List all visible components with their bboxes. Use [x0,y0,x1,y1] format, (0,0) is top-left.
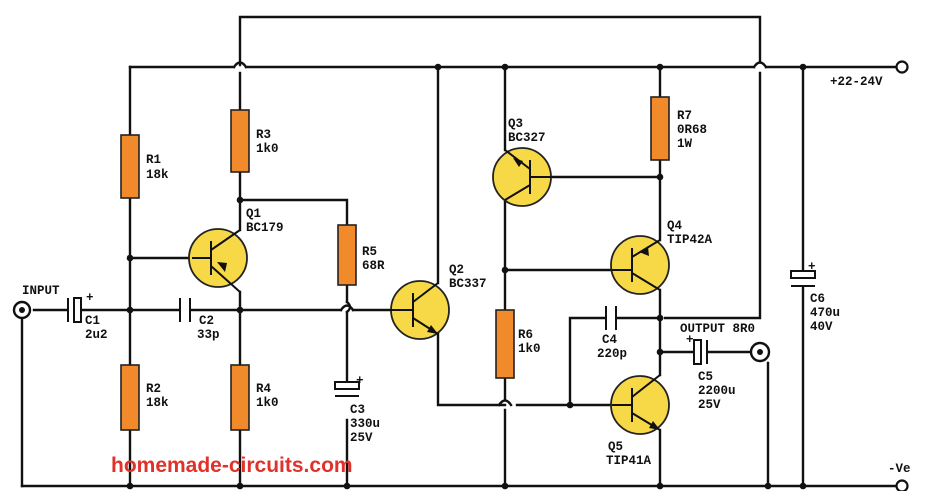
r7-rating: 1W [677,137,693,151]
resistor-r2 [120,364,140,431]
capacitor-c6 [790,270,816,287]
q2-part: BC337 [449,277,487,291]
r7-value: 0R68 [677,123,707,137]
capacitor-c1 [67,297,82,323]
wiring [20,15,899,488]
c5-name: C5 [698,370,713,384]
r6-name: R6 [518,328,533,342]
c2-value: 33p [197,328,220,342]
c6-polarity-mark: + [808,260,816,274]
transistor-q5 [610,374,670,435]
negative-supply-label: -Ve [888,462,911,476]
r4-value: 1k0 [256,396,279,410]
q3-part: BC327 [508,131,546,145]
resistor-r1 [120,134,140,199]
c6-rating: 40V [810,320,833,334]
negative-supply-terminal [895,479,909,491]
c5-value: 2200u [698,384,736,398]
positive-supply-terminal [895,60,909,74]
r6-value: 1k0 [518,342,541,356]
r3-name: R3 [256,128,271,142]
resistor-r6 [495,309,515,379]
capacitor-c2 [179,298,191,322]
transistor-q1 [188,228,248,293]
resistor-r7 [650,96,670,161]
q5-name: Q5 [608,440,623,454]
c3-name: C3 [350,403,365,417]
watermark: homemade-circuits.com [111,454,353,477]
positive-supply-label: +22-24V [830,75,883,89]
q1-name: Q1 [246,207,261,221]
c1-polarity-mark: + [86,291,94,305]
transistor-q2 [390,280,450,340]
c2-name: C2 [199,314,214,328]
c3-polarity-mark: + [356,374,364,388]
r2-value: 18k [146,396,169,410]
r5-name: R5 [362,245,377,259]
c6-name: C6 [810,292,825,306]
c4-name: C4 [602,333,618,347]
resistor-r4 [230,364,250,431]
capacitor-c4 [605,306,617,330]
input-terminal [12,300,32,320]
c4-value: 220p [597,347,627,361]
output-label: OUTPUT 8R0 [680,322,755,336]
output-terminal [749,341,771,363]
c1-name: C1 [85,314,100,328]
capacitor-c3 [334,381,360,397]
capacitor-c5 [693,339,708,365]
q3-name: Q3 [508,117,523,131]
transistor-q3 [492,147,553,207]
resistor-r3 [230,109,250,173]
transistor-q4 [610,235,670,295]
r2-name: R2 [146,382,161,396]
r4-name: R4 [256,382,272,396]
c5-rating: 25V [698,398,721,412]
r5-value: 68R [362,259,385,273]
q4-name: Q4 [667,219,683,233]
r7-name: R7 [677,109,692,123]
input-label: INPUT [22,284,60,298]
resistor-r5 [337,224,357,286]
c3-rating: 25V [350,431,373,445]
c6-value: 470u [810,306,840,320]
q1-part: BC179 [246,221,284,235]
wire-crossovers [232,61,768,407]
junction-dots [126,63,807,490]
c1-value: 2u2 [85,328,108,342]
r3-value: 1k0 [256,142,279,156]
c5-polarity-mark: + [686,333,694,347]
r1-name: R1 [146,153,161,167]
q2-name: Q2 [449,263,464,277]
q5-part: TIP41A [606,454,652,468]
q4-part: TIP42A [667,233,713,247]
r1-value: 18k [146,168,169,182]
c3-value: 330u [350,417,380,431]
